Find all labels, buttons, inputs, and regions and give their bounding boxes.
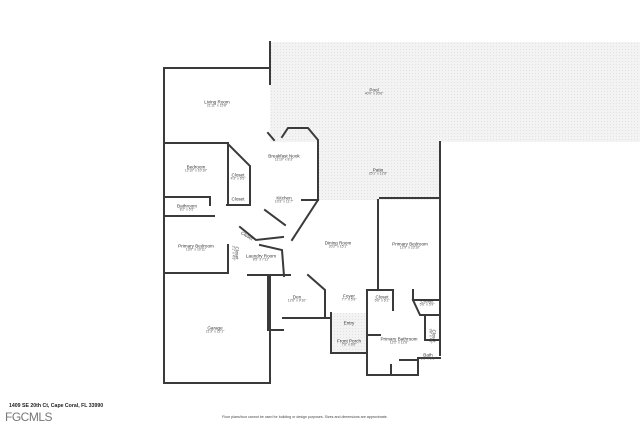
room-dimensions: 13'0" x 10'11" (185, 247, 207, 252)
room-name: Pool (369, 87, 379, 93)
room-dimensions: 7'6" x 6'6" (341, 342, 357, 347)
room-closet: Closet (231, 196, 244, 201)
disclaimer-text: Floor plans/tour cannot be used for buil… (222, 415, 388, 419)
room-name: Foyer (343, 293, 355, 299)
room-name: Closet (231, 196, 245, 202)
room-dimensions: 7'7" x 5'9" (341, 297, 357, 302)
room-dimensions: 21'3" x 22'1" (205, 329, 225, 334)
room-dimensions: 21'11" x 15'8" (206, 103, 228, 108)
room-dimensions: 5'6" x 5'9" (419, 302, 435, 307)
room-name: Closet (420, 298, 434, 304)
patio-area (318, 142, 440, 200)
room-name: Closet (375, 294, 389, 300)
room-dimensions: 8'1" x 5'1" (420, 356, 436, 361)
room-name: Bath (423, 352, 433, 358)
room-entry: Entry (344, 320, 355, 325)
room-dimensions: 10'3" x 11'7" (274, 199, 294, 204)
room-dimensions: 12'9" x 23'10" (399, 245, 421, 250)
outdoor-areas (270, 42, 640, 353)
front-porch-area (331, 313, 366, 353)
room-dimensions: 12'2" x 12'6" (389, 340, 409, 345)
room-dimensions: 20'2" x 15'1" (328, 244, 348, 249)
room-dimensions: 12'6" x 9'10" (287, 298, 307, 303)
room-name: Closet (231, 172, 245, 178)
room-name: Breakfast Nook (268, 153, 300, 159)
room-dimensions: 2'1" x 4'3" (231, 245, 236, 261)
room-name: Garage (207, 325, 223, 331)
room-name: Bathroom (177, 203, 197, 209)
room-name: Dining Room (324, 240, 352, 246)
room-dimensions: 25'1" x 12'8" (368, 171, 388, 176)
room-name: Laundry Room (245, 253, 277, 259)
room-name: Primary Bedroom (392, 241, 428, 247)
room-name: Patio (372, 167, 384, 173)
pool-area (270, 42, 640, 142)
room-dimensions: 40'0" x 20'6" (364, 91, 384, 96)
room-name: Bedroom (186, 164, 206, 170)
room-dimensions: 12'10" x 10'10" (184, 168, 208, 173)
walls (163, 41, 441, 384)
room-name: Primary Bathroom (380, 336, 418, 342)
room-dimensions: 8'2" x 5'5" (179, 207, 195, 212)
mls-logo: FGCMLS (5, 410, 53, 424)
room-dimensions: 3'8" x 4'3" (428, 328, 433, 344)
room-name: Front Porch (337, 338, 361, 344)
room-name: Entry (343, 320, 355, 326)
room-name: Den (292, 294, 302, 300)
room-dimensions: 4'3" x 6'5" (230, 176, 246, 181)
room-dimensions: 8'5" x 7'11" (252, 257, 270, 262)
room-name: Primary Bedroom (178, 243, 214, 249)
room-name: Kitchen (276, 195, 292, 201)
room-dimensions: 5'6" x 6'1" (374, 298, 390, 303)
room-name: Living Room (204, 99, 230, 105)
room-dimensions: 11'10" x 8'3" (274, 157, 294, 162)
property-address: 1409 SE 20th Ct, Cape Coral, FL 33990 (9, 403, 104, 409)
